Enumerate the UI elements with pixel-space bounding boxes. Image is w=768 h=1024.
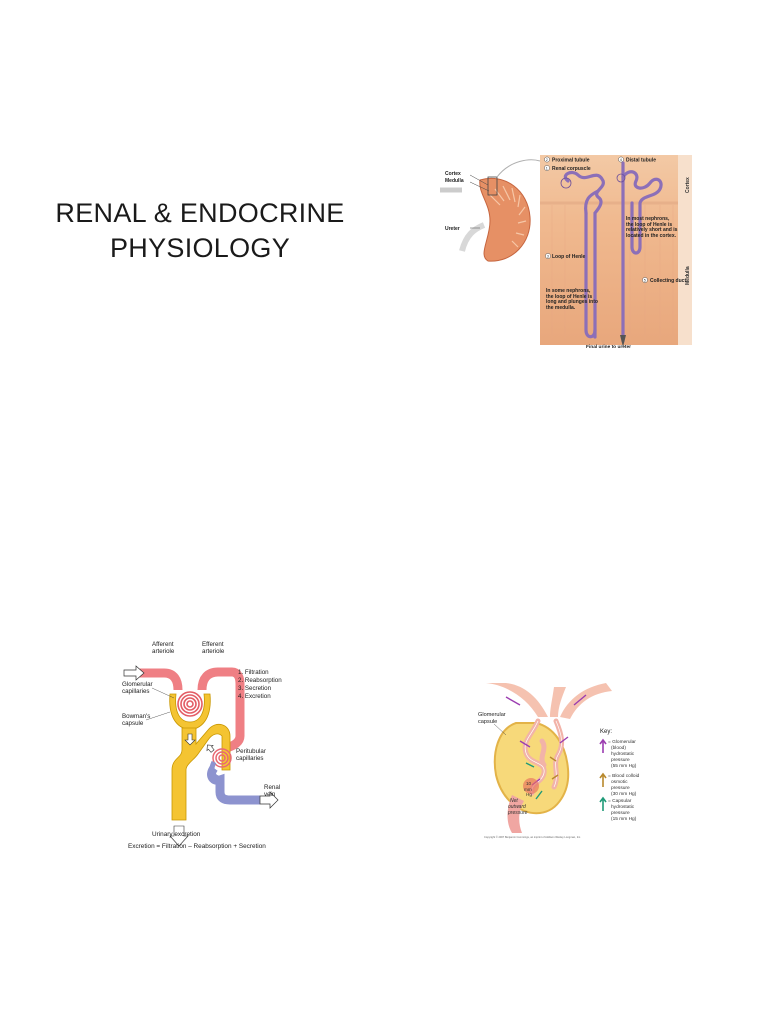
key-tan-arrow (599, 772, 607, 787)
key-1-line-3: hydrostatic (611, 751, 635, 757)
peritubular-capillaries (212, 748, 232, 768)
net-label-1: Net (510, 798, 518, 804)
equation: Excretion = Filtration – Reabsorption + … (128, 843, 266, 850)
label-glomerular-capsule-1: Glomerular (478, 712, 506, 718)
key-1-line-4: pressure (611, 757, 630, 763)
page-title: RENAL & ENDOCRINE PHYSIOLOGY (40, 196, 360, 266)
kidney-zoom-box (487, 176, 498, 196)
title-line-2: PHYSIOLOGY (109, 233, 291, 263)
input-arrow (123, 665, 145, 681)
key-1-line-1: = Glomerular (608, 739, 636, 745)
step-2-marker: 2 (546, 158, 548, 162)
label-final-urine: Final urine to ureter (586, 344, 631, 350)
title-line-1: RENAL & ENDOCRINE (55, 198, 345, 228)
label-peritubular-2: capillaries (236, 755, 264, 762)
label-afferent-2: arteriole (152, 648, 175, 655)
label-glomerular-2: capillaries (122, 688, 150, 695)
label-urinary-excretion: Urinary excretion (152, 831, 201, 838)
label-ureter: Ureter (445, 226, 460, 232)
afferent-arteriole (136, 668, 183, 691)
renal-process-figure: Afferent arteriole Efferent arteriole Gl… (122, 640, 290, 852)
key-2-line-2: osmotic (611, 779, 628, 785)
key-teal-arrow (599, 796, 607, 811)
arteriole-right (560, 683, 612, 719)
key-2-line-1: = Blood colloid (608, 773, 640, 779)
net-label-2: outward (508, 804, 526, 810)
step-5-marker: 5 (644, 279, 646, 283)
final-urine-arrow (620, 335, 626, 347)
key-2-line-4: (30 mm Hg) (611, 791, 637, 797)
renal-vein-arrow (259, 791, 279, 809)
side-cortex-label: Cortex (685, 177, 691, 193)
net-pressure-hg: Hg (526, 792, 532, 797)
copyright: Copyright © 2007 Benjamin Cummings, an i… (484, 835, 581, 839)
key-3-line-1: = Capsular (608, 798, 632, 804)
net-pressure-value: 10 (526, 781, 532, 786)
label-medulla: Medulla (445, 178, 464, 184)
label-collecting-duct: Collecting duct (650, 278, 686, 284)
vein (207, 765, 260, 805)
bowmans-capsule (169, 693, 211, 731)
step-filtration: 1. Filtration (238, 669, 269, 676)
label-bowmans-2: capsule (122, 720, 144, 727)
label-efferent-2: arteriole (202, 648, 225, 655)
key-1-line-5: (55 mm Hg) (611, 763, 637, 769)
key-2-line-3: pressure (611, 785, 630, 791)
glomerulus-figure: 10 mm Hg Net outward pressure Glomerular… (476, 683, 640, 840)
label-peritubular-1: Peritubular (236, 748, 266, 755)
key-1-line-2: (blood) (611, 745, 626, 751)
key-3-line-2: hydrostatic (611, 804, 635, 810)
efferent-arteriole (197, 667, 245, 753)
step-4-marker: 4 (620, 158, 622, 162)
label-glomerular-capsule-2: capsule (478, 719, 497, 725)
label-renal-corpuscle: Renal corpuscle (552, 166, 591, 172)
label-cortex: Cortex (445, 171, 461, 177)
net-pressure-unit: mm (524, 787, 532, 792)
label-distal-tubule: Distal tubule (626, 158, 656, 164)
step-3-marker: 3 (547, 255, 549, 259)
label-glomerular-1: Glomerular (122, 681, 153, 688)
step-secretion: 3. Secretion (238, 685, 272, 692)
note-juxtamedullary-nephrons: In some nephrons, the loop of Henle is l… (546, 288, 598, 310)
tubule-outflow (507, 795, 524, 833)
kidney-shape (479, 178, 531, 262)
label-proximal-tubule: Proximal tubule (552, 158, 590, 164)
label-afferent-1: Afferent (152, 641, 174, 648)
net-label-3: pressure (507, 810, 528, 816)
renal-tubule (171, 723, 231, 821)
key-3-line-4: (15 mm Hg) (611, 816, 637, 822)
nephron-figure: Cortex Medulla Cortex Medulla Ureter (440, 155, 692, 350)
key-purple-arrow (599, 738, 607, 753)
label-renal-vein-1: Renal (264, 784, 280, 791)
step-1-marker: 1 (546, 167, 548, 171)
arteriole-top (550, 687, 566, 717)
side-medulla-label: Medulla (685, 266, 691, 285)
step-reabsorption: 2. Reabsorption (238, 677, 282, 684)
label-loop-of-henle: Loop of Henle (552, 254, 586, 260)
label-renal-vein-2: vein (264, 791, 276, 798)
label-efferent-1: Efferent (202, 641, 224, 648)
step-excretion: 4. Excretion (238, 693, 271, 700)
label-bowmans-1: Bowman's (122, 713, 150, 720)
note-cortical-nephrons: In most nephrons, the loop of Henle is r… (626, 216, 677, 238)
arteriole-left (486, 683, 548, 717)
key-title: Key: (600, 729, 612, 735)
key-3-line-3: pressure (611, 810, 630, 816)
